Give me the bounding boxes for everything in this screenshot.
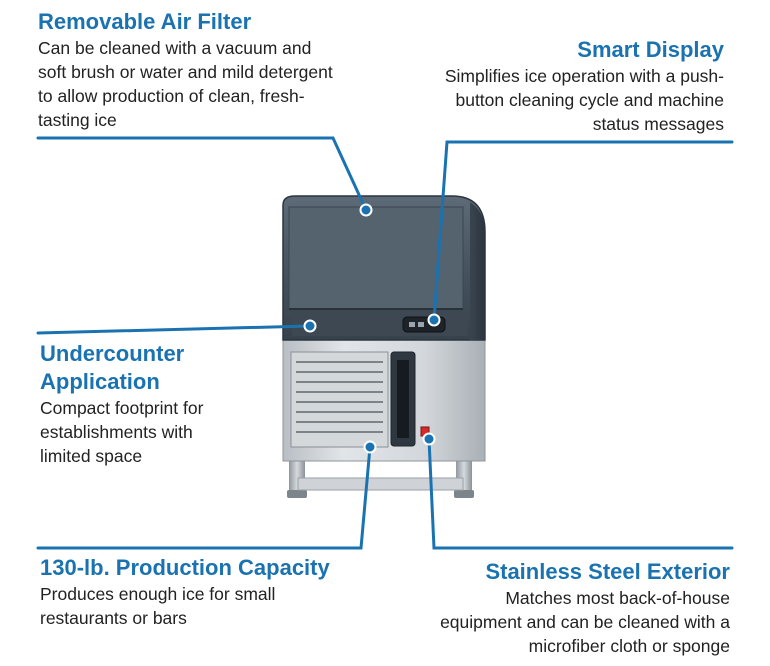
leader-smart-display (432, 140, 734, 322)
callout-title: 130-lb. Production Capacity (40, 555, 330, 580)
leader-stainless (427, 437, 734, 550)
leader-production (36, 445, 372, 550)
callout-description: Simplifies ice operation with a push-but… (444, 66, 724, 134)
stainless-body (282, 334, 486, 462)
callout-production-capacity: 130-lb. Production Capacity Produces eno… (40, 554, 380, 630)
leader-lines (36, 136, 734, 550)
callout-description: Matches most back-of-house equipment and… (440, 588, 730, 656)
callout-title: Smart Display (577, 37, 724, 62)
leader-undercounter (36, 324, 312, 335)
callout-stainless-exterior: Stainless Steel Exterior Matches most ba… (420, 558, 730, 658)
callout-title: Removable Air Filter (38, 9, 252, 34)
callout-title-line1: Undercounter (40, 341, 185, 366)
callout-description: Compact footprint for establishments wit… (40, 398, 204, 466)
machine-legs (287, 459, 474, 498)
callout-undercounter: Undercounter Application Compact footpri… (40, 340, 240, 468)
callout-air-filter: Removable Air Filter Can be cleaned with… (38, 8, 368, 132)
leader-dots (303, 203, 441, 454)
callout-smart-display: Smart Display Simplifies ice operation w… (424, 36, 724, 136)
leader-air-filter (36, 136, 368, 212)
vent-grille (296, 361, 383, 433)
callout-title: Stainless Steel Exterior (485, 559, 730, 584)
machine-hood (282, 195, 486, 341)
callout-description: Can be cleaned with a vacuum and soft br… (38, 38, 333, 130)
callout-description: Produces enough ice for small restaurant… (40, 584, 276, 628)
callout-title-line2: Application (40, 369, 160, 394)
